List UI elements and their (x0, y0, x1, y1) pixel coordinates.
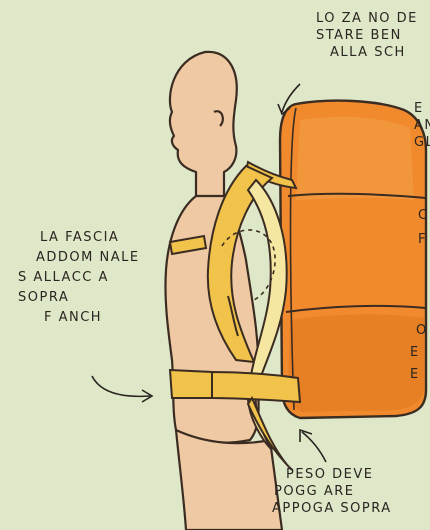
note-right-low-line-3: E (410, 364, 428, 386)
hip-belt-front (170, 370, 212, 398)
note-top-line-2: STARE BEN (316, 27, 418, 44)
note-top-line-1: LO ZA NO DE (316, 10, 418, 27)
note-bottom-line-1: PESO DEVE (272, 466, 392, 483)
note-top: LO ZA NO DE STARE BEN ALLA SCH (316, 10, 418, 61)
note-bottom-line-3: APPOGA SOPRA (272, 500, 392, 517)
note-left-line-1: LA FASCIA (18, 228, 140, 248)
pack-shading-low (288, 314, 424, 412)
note-left: LA FASCIA ADDOM NALE S ALLACC A SOPRA F … (18, 228, 140, 328)
note-bottom-line-2: POGG ARE (272, 483, 392, 500)
note-left-line-5: F ANCH (18, 308, 140, 328)
note-right-top-line-1: E (414, 100, 430, 117)
note-right-mid-line-1: C (418, 204, 429, 228)
backpack (280, 101, 426, 418)
note-left-line-4: SOPRA (18, 288, 140, 308)
note-right-low-line-1: O (410, 320, 428, 342)
pack-shading (296, 117, 414, 200)
note-right-low: O E E (410, 320, 428, 386)
note-top-line-3: ALLA SCH (316, 44, 418, 61)
note-right-top: E AN GL (414, 100, 430, 151)
note-bottom: PESO DEVE POGG ARE APPOGA SOPRA (272, 466, 392, 517)
thigh (176, 430, 282, 530)
note-left-line-3: S ALLACC A (18, 268, 140, 288)
hip-belt (212, 372, 300, 402)
note-right-top-line-3: GL (414, 134, 430, 151)
note-left-line-2: ADDOM NALE (18, 248, 140, 268)
note-right-top-line-2: AN (414, 117, 430, 134)
note-right-low-line-2: E (410, 342, 428, 364)
note-right-mid: C F (418, 204, 429, 252)
note-right-mid-line-2: F (418, 228, 429, 252)
